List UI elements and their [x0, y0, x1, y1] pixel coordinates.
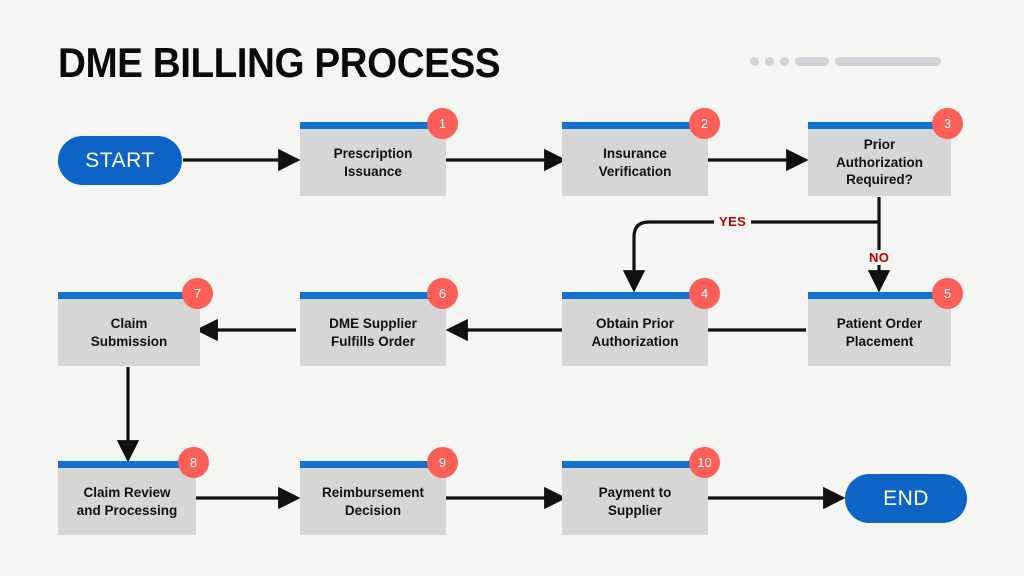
node-7-claim-submission[interactable]: Claim Submission 7 [58, 278, 213, 366]
node-4-badge: 4 [689, 278, 720, 309]
decor-dot-3 [780, 57, 789, 66]
node-6-label: DME Supplier Fulfills Order [329, 315, 417, 349]
node-10-payment-to-supplier[interactable]: Payment to Supplier 10 [562, 447, 720, 535]
terminator-start-label: START [85, 148, 155, 172]
node-5-number: 5 [943, 286, 952, 301]
node-9-body: Reimbursement Decision [300, 468, 446, 535]
node-5-badge: 5 [932, 278, 963, 309]
node-6-dme-supplier-fulfills-order[interactable]: DME Supplier Fulfills Order 6 [300, 278, 458, 366]
node-4-number: 4 [700, 286, 709, 301]
terminator-end-label: END [883, 486, 929, 510]
decor-dot-1 [750, 57, 759, 66]
node-10-number: 10 [697, 455, 712, 470]
node-1-badge: 1 [427, 108, 458, 139]
node-4-obtain-prior-authorization[interactable]: Obtain Prior Authorization 4 [562, 278, 720, 366]
header-decoration [750, 57, 941, 66]
node-2-label: Insurance Verification [598, 145, 672, 179]
node-4-label: Obtain Prior Authorization [591, 315, 679, 349]
branch-label-yes: YES [714, 214, 752, 229]
node-3-badge: 3 [932, 108, 963, 139]
node-6-badge: 6 [427, 278, 458, 309]
node-9-reimbursement-decision[interactable]: Reimbursement Decision 9 [300, 447, 458, 535]
node-2-insurance-verification[interactable]: Insurance Verification 2 [562, 108, 720, 196]
node-7-body: Claim Submission [58, 299, 200, 366]
node-8-label: Claim Review and Processing [76, 484, 178, 518]
node-7-accent-bar [58, 292, 200, 299]
node-7-number: 7 [193, 286, 202, 301]
node-1-prescription-issuance[interactable]: Prescription Issuance 1 [300, 108, 458, 196]
node-7-label: Claim Submission [90, 315, 168, 349]
node-5-accent-bar [808, 292, 951, 299]
node-6-number: 6 [438, 286, 447, 301]
node-9-badge: 9 [427, 447, 458, 478]
node-8-accent-bar [58, 461, 196, 468]
node-1-number: 1 [438, 116, 447, 131]
terminator-start[interactable]: START [58, 136, 182, 185]
node-5-patient-order-placement[interactable]: Patient Order Placement 5 [808, 278, 963, 366]
node-8-claim-review-and-processing[interactable]: Claim Review and Processing 8 [58, 447, 209, 535]
node-3-body: Prior Authorization Required? [808, 129, 951, 196]
node-9-number: 9 [438, 455, 447, 470]
decor-pill-long [835, 57, 941, 66]
node-6-accent-bar [300, 292, 446, 299]
node-3-prior-authorization-required[interactable]: Prior Authorization Required? 3 [808, 108, 963, 196]
node-1-label: Prescription Issuance [333, 145, 413, 179]
node-5-body: Patient Order Placement [808, 299, 951, 366]
node-10-badge: 10 [689, 447, 720, 478]
node-8-number: 8 [189, 455, 198, 470]
node-2-body: Insurance Verification [562, 129, 708, 196]
node-3-accent-bar [808, 122, 951, 129]
node-2-accent-bar [562, 122, 708, 129]
node-5-label: Patient Order Placement [836, 315, 923, 349]
node-3-number: 3 [943, 116, 952, 131]
node-10-label: Payment to Supplier [598, 484, 672, 518]
node-2-number: 2 [700, 116, 709, 131]
node-8-badge: 8 [178, 447, 209, 478]
branch-label-no: NO [864, 250, 895, 265]
node-10-accent-bar [562, 461, 708, 468]
node-9-accent-bar [300, 461, 446, 468]
page-title: DME BILLING PROCESS [58, 39, 501, 86]
node-10-body: Payment to Supplier [562, 468, 708, 535]
node-9-label: Reimbursement Decision [321, 484, 425, 518]
terminator-end[interactable]: END [845, 474, 967, 523]
node-1-accent-bar [300, 122, 446, 129]
node-6-body: DME Supplier Fulfills Order [300, 299, 446, 366]
node-7-badge: 7 [182, 278, 213, 309]
node-4-accent-bar [562, 292, 708, 299]
node-1-body: Prescription Issuance [300, 129, 446, 196]
node-8-body: Claim Review and Processing [58, 468, 196, 535]
node-3-label: Prior Authorization Required? [836, 136, 923, 188]
node-2-badge: 2 [689, 108, 720, 139]
decor-pill-medium [795, 57, 829, 66]
edge-3-yes-to-4 [622, 220, 879, 293]
decor-dot-2 [765, 57, 774, 66]
node-4-body: Obtain Prior Authorization [562, 299, 708, 366]
